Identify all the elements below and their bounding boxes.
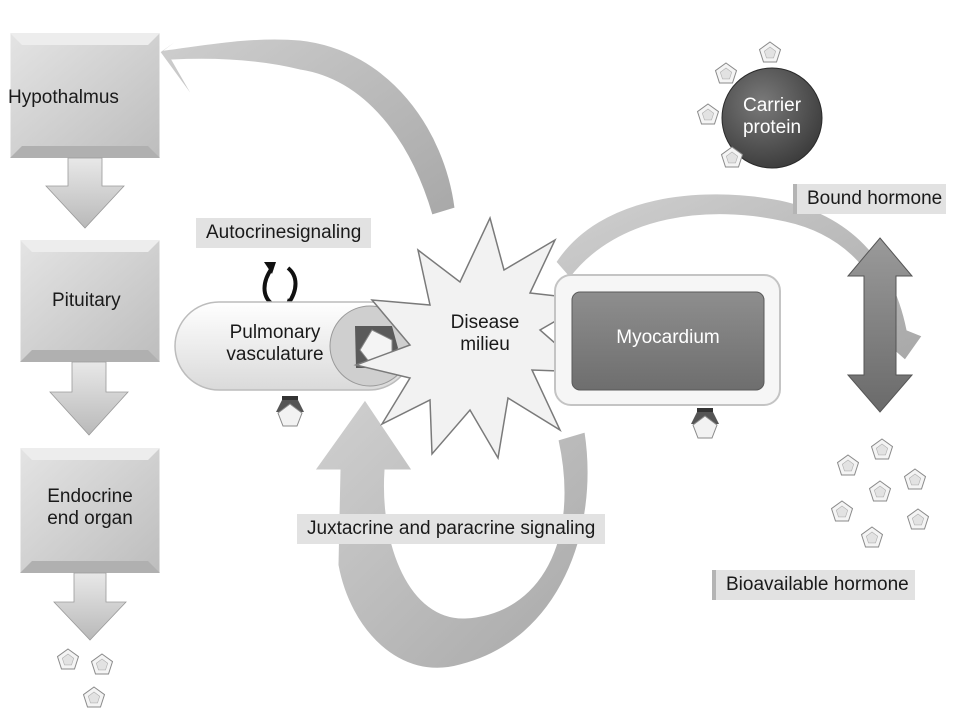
pulmonary-receptor	[275, 395, 305, 427]
myocardium-node	[554, 274, 781, 406]
pulmonary-vasculature-label: Pulmonary vasculature	[200, 322, 350, 366]
carrier-line2: protein	[742, 117, 802, 138]
carrier-line1: Carrier	[742, 95, 802, 116]
bioavailable-hormones	[831, 438, 929, 548]
carrier-protein-label: Carrier protein	[722, 95, 822, 139]
equilibrium-double-arrow	[846, 237, 914, 413]
secreted-hormones	[57, 648, 113, 708]
disease-milieu-label: Disease milieu	[425, 312, 545, 356]
disease-line1: Disease	[450, 312, 520, 333]
bioavailable-hormone-label: Bioavailable hormone	[712, 570, 915, 600]
feedback-arrow-to-hypothalmus	[159, 19, 456, 216]
pituitary-box	[19, 239, 161, 363]
arrow-endocrine-to-hormone	[53, 572, 127, 641]
pulmonary-line1: Pulmonary	[229, 322, 321, 343]
endocrine-end-organ-label: Endocrine end organ	[20, 486, 160, 530]
hypothalmus-label: Hypothalmus	[8, 87, 119, 108]
autocrine-signaling-label: Autocrinesignaling	[196, 218, 372, 248]
pulmonary-line2: vasculature	[226, 344, 324, 365]
arrow-hypothalmus-to-pituitary	[45, 157, 125, 229]
carrier-protein-node	[697, 41, 823, 169]
endocrine-line2: end organ	[47, 508, 133, 529]
arrow-pituitary-to-endocrine	[49, 361, 129, 436]
juxtacrine-paracrine-label: Juxtacrine and paracrine signaling	[297, 514, 606, 544]
endocrine-line1: Endocrine	[47, 486, 133, 507]
disease-line2: milieu	[460, 334, 510, 355]
hypothalmus-box	[9, 32, 161, 159]
pituitary-label: Pituitary	[52, 290, 121, 311]
bound-hormone-label: Bound hormone	[793, 184, 947, 214]
myocardium-label: Myocardium	[616, 327, 720, 348]
arrow-to-hormone-pool	[555, 193, 923, 361]
myocardium-receptor	[690, 407, 720, 439]
pulmonary-vasculature-node	[174, 301, 414, 391]
juxtacrine-loop-arrow	[314, 399, 589, 669]
